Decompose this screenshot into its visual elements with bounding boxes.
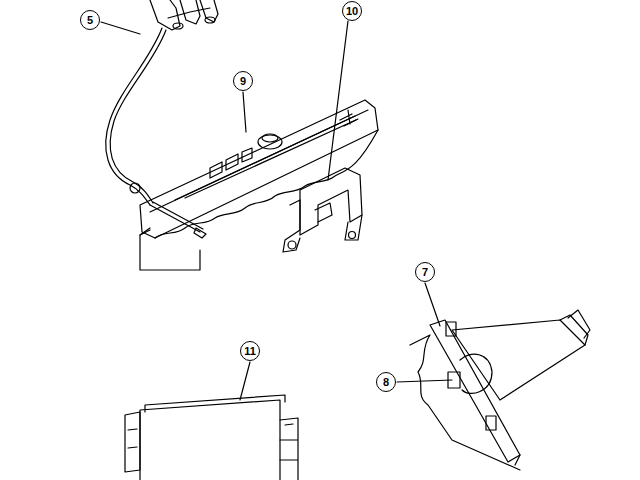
throttle-cable <box>106 28 206 238</box>
callout-number: 8 <box>376 372 396 392</box>
cable-bracket-assembly <box>410 310 590 470</box>
callout-number: 11 <box>240 341 260 361</box>
valve-cover <box>140 100 378 270</box>
leader-lines <box>101 21 452 400</box>
support-bracket <box>125 395 298 480</box>
callout-number: 5 <box>80 10 100 30</box>
callout-number: 9 <box>233 71 253 91</box>
callout-number: 7 <box>415 262 435 282</box>
callout-number: 10 <box>342 1 362 21</box>
cable-fitting <box>150 0 218 30</box>
mounting-bracket <box>283 168 362 252</box>
